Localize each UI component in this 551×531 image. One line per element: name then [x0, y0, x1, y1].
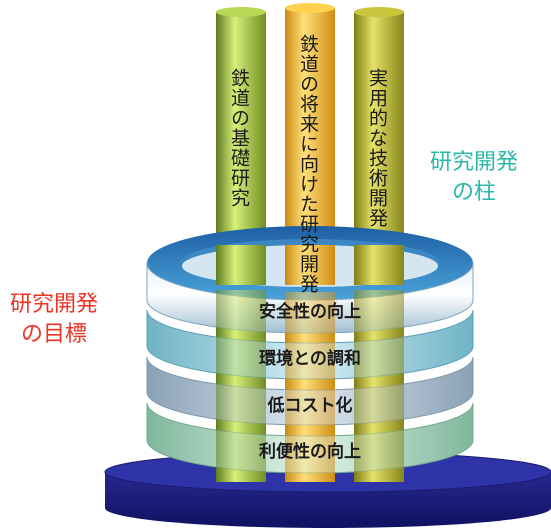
pillar-heading-line2: の柱	[452, 179, 497, 205]
pillar-label-future-research: 鉄道の将来に向けた研究開発	[297, 34, 319, 294]
ring-label-safety: 安全性の向上	[259, 302, 361, 322]
goal-label-line2: の目標	[21, 321, 88, 347]
goal-label-line1: 研究開発	[10, 292, 99, 317]
ring-label-environment: 環境との調和	[259, 349, 361, 369]
pillar-heading-line1: 研究開発	[430, 150, 519, 175]
goal-label: 研究開発 の目標	[10, 290, 98, 349]
ring-label-convenience: 利便性の向上	[259, 442, 361, 462]
pillar-heading: 研究開発 の柱	[430, 148, 518, 207]
ring-stack	[146, 226, 474, 482]
ring-label-cost: 低コスト化	[267, 396, 353, 416]
pillar-label-basic-research: 鉄道の基礎研究	[228, 68, 250, 208]
pillar-label-practical-development: 実用的な技術開発	[366, 68, 388, 228]
